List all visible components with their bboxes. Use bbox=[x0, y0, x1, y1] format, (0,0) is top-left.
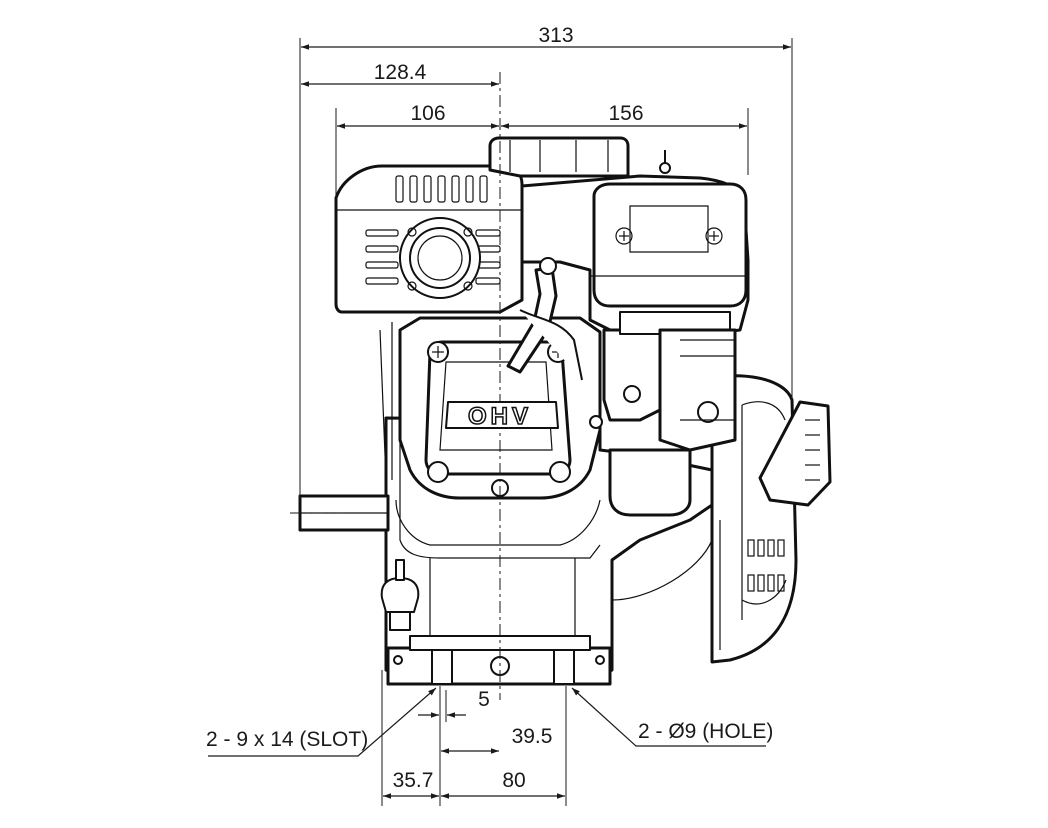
dim-156: 156 bbox=[501, 102, 747, 129]
engine-outline bbox=[298, 136, 832, 686]
carburetor bbox=[589, 311, 737, 517]
dim-128-4: 128.4 bbox=[301, 61, 499, 87]
dim-80-label: 80 bbox=[502, 769, 525, 792]
dim-80: 80 bbox=[441, 769, 565, 799]
fuel-cap bbox=[488, 136, 630, 178]
hole-callout: 2 - Ø9 (HOLE) bbox=[571, 687, 773, 747]
dim-35-7-label: 35.7 bbox=[393, 769, 434, 792]
extension-lines bbox=[299, 38, 793, 806]
dim-35-7: 35.7 bbox=[383, 769, 439, 799]
dim-106-label: 106 bbox=[410, 102, 445, 125]
dim-106: 106 bbox=[337, 102, 499, 129]
hole-callout-label: 2 - Ø9 (HOLE) bbox=[638, 720, 773, 743]
dim-313-label: 313 bbox=[538, 24, 573, 47]
dim-128-4-label: 128.4 bbox=[374, 61, 427, 84]
dim-156-label: 156 bbox=[608, 102, 643, 125]
slot-callout: 2 - 9 x 14 (SLOT) bbox=[206, 687, 437, 757]
dim-5: 5 bbox=[418, 688, 490, 722]
dim-39-5-label: 39.5 bbox=[512, 725, 553, 748]
ohv-badge: OHV bbox=[445, 401, 559, 431]
slot-callout-label: 2 - 9 x 14 (SLOT) bbox=[206, 728, 368, 751]
dim-5-label: 5 bbox=[478, 688, 490, 711]
ohv-label: OHV bbox=[468, 403, 532, 430]
dim-39-5: 39.5 bbox=[441, 725, 553, 754]
oil-filler-cap bbox=[380, 559, 420, 631]
dim-313: 313 bbox=[301, 24, 791, 50]
mounting-base bbox=[386, 635, 612, 686]
